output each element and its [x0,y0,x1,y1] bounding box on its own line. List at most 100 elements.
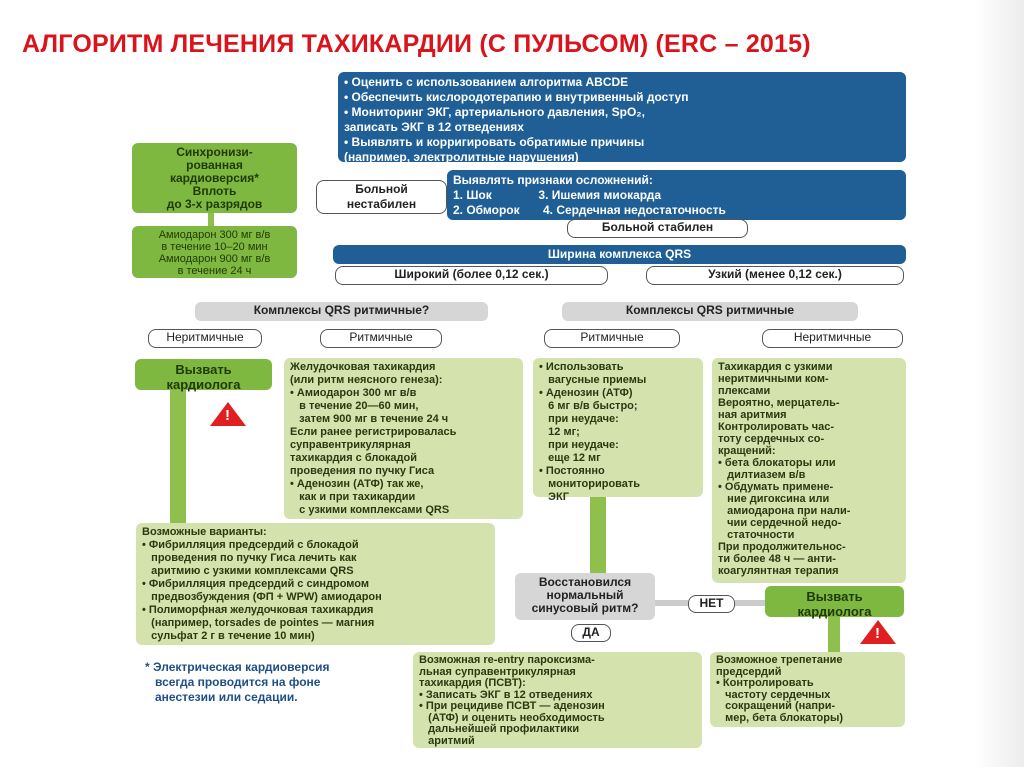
text-line: Синхронизи- [176,145,253,159]
text-line: аритмию с узкими комплексами QRS [142,565,354,577]
text-line: тоту сердечных со- [718,433,825,445]
text-line: проведения по пучку Гиса лечить как [142,552,357,564]
text-line: всегда проводится на фоне [145,675,321,689]
text-line: кардиоверсия* [170,171,259,185]
text-line: записать ЭКГ в 12 отведениях [344,120,524,134]
text-line: Если ранее регистрировалась [290,426,457,438]
text-line: • Аденозин (АТФ) [539,387,633,399]
text-line: ЭКГ [539,491,569,503]
text-line: 6 мг в/в быстро; [539,400,638,412]
text-line: Возможная re-entry пароксизма- [419,654,595,666]
irregular-label-left: Неритмичные [148,329,262,348]
text-line: Вызвать [806,589,863,604]
warning-triangle-icon: ! [210,402,246,426]
initial-assessment-box: • Оценить с использованием алгоритма ABC… [338,72,906,164]
qrs-regular-question-left: Комплексы QRS ритмичные? [195,302,488,321]
text-line: кардиолога [166,377,241,392]
text-line: при неудаче: [539,439,619,451]
text-line: При продолжительнос- [718,541,846,553]
connector [208,213,214,226]
warning-triangle-icon: ! [860,620,896,644]
text-line: ти более 48 ч — анти- [718,553,836,565]
connector [170,390,186,525]
complication-signs-box: Выявлять признаки осложнений:1. Шок 3. И… [447,170,906,220]
qrs-width-bar: Ширина комплекса QRS [333,245,906,264]
text-line: • Обдумать примене- [718,481,834,493]
text-line: с узкими комплексами QRS [290,504,450,516]
text-line: • Аденозин (АТФ) так же, [290,478,424,490]
connector [735,600,765,606]
narrow-regular-box: • Использовать вагусные приемы• Аденозин… [533,358,703,503]
regular-label-left: Ритмичные [320,329,442,348]
psvt-box: Возможная re-entry пароксизма-льная супр… [413,652,702,748]
text-line: • Обеспечить кислородотерапию и внутриве… [344,90,689,104]
text-line: проведения по пучку Гиса [290,465,435,477]
text-line: Вплоть [192,184,237,198]
text-line: анестезии или седации. [145,690,298,704]
text-line: 1. Шок 3. Ишемия миокарда [453,188,662,202]
text-line: Выявлять признаки осложнений: [453,173,653,187]
connector [828,617,840,652]
text-line: Желудочковая тахикардия [290,361,436,373]
text-line: нестабилен [346,197,417,211]
stable-label: Больной стабилен [567,219,748,238]
text-line: 12 мг; [539,426,580,438]
slide-title: АЛГОРИТМ ЛЕЧЕНИЯ ТАХИКАРДИИ (С ПУЛЬСОМ) … [22,30,811,58]
yes-label: ДА [571,624,611,642]
text-line: предсердий [716,665,782,678]
text-line: • Постоянно [539,465,605,477]
text-line: дилтиазем в/в [718,469,806,481]
irregular-label-right: Неритмичные [762,329,903,348]
text-line: нормальный [546,588,624,602]
text-line: затем 900 мг в течение 24 ч [290,413,449,425]
text-line: Больной [355,182,408,196]
text-line: 2. Обморок 4. Сердечная недостаточность [453,203,726,217]
text-line: рованная [186,158,243,172]
text-line: частоту сердечных [716,688,831,701]
wide-qrs-label: Широкий (более 0,12 сек.) [335,266,608,285]
regular-label-right: Ритмичные [544,329,680,348]
text-line: * Электрическая кардиоверсия [145,660,330,674]
text-line: кращений: [718,445,776,457]
text-line: статочности [718,529,795,541]
text-line: ная аритмия [718,409,787,421]
text-line: как и при тахикардии [290,491,416,503]
text-line: • Использовать [539,361,624,373]
text-line: чии сердечной недо- [718,517,842,529]
text-line: • бета блокаторы или [718,457,836,469]
ventricular-tachycardia-box: Желудочковая тахикардия(или ритм неясног… [284,358,523,519]
text-line: (например, torsades de pointes — магния [142,617,375,629]
text-line: Восстановился [538,575,632,589]
text-line: вагусные приемы [539,374,647,386]
text-line: аритмий [419,734,475,747]
text-line: мер, бета блокаторы) [716,711,844,724]
text-line: • Фибрилляция предсердий с синдромом [142,578,369,590]
text-line: Возможное трепетание [716,654,843,666]
text-line: сульфат 2 г в течение 10 мин) [142,630,315,642]
text-line: льная суправентрикулярная [419,665,576,678]
text-line: Вероятно, мерцатель- [718,397,840,409]
text-line: суправентрикулярная [290,439,411,451]
text-line: еще 12 мг [539,452,601,464]
slide-edge-band [974,0,1024,767]
text-line: Вызвать [175,362,232,377]
cardioversion-footnote: * Электрическая кардиоверсия всегда пров… [145,660,329,705]
text-line: (АТФ) и оценить необходимость [419,711,605,724]
text-line: синусовый ритм? [531,601,639,615]
text-line: в течение 20—60 мин, [290,400,419,412]
text-line: • Фибрилляция предсердий с блокадой [142,539,359,551]
text-line: до 3-х разрядов [166,197,263,211]
text-line: Амиодарон 300 мг в/в [158,229,271,241]
text-line: • Полиморфная желудочковая тахикардия [142,604,374,616]
text-line: тахикардия (ПСВТ): [419,677,526,689]
text-line: • Контролировать [716,677,814,689]
text-line: (или ритм неясного генеза): [290,374,443,386]
